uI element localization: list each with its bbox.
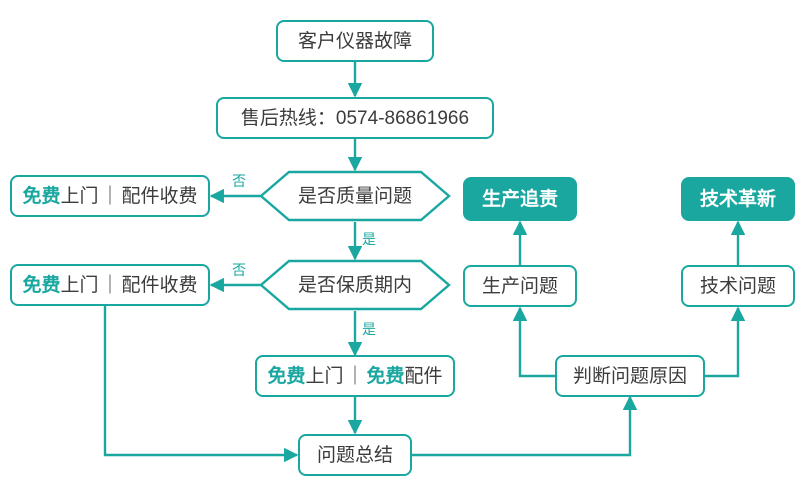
edge-label-quality-no: 否 [232,173,246,189]
node-summary[interactable]: 问题总结 [298,434,412,476]
edge-cause-to-production [512,306,556,378]
node-paid-parts-1-rest: 上门 [60,185,99,207]
node-paid-parts-2-tail: 配件收费 [121,274,198,296]
node-summary-label: 问题总结 [316,444,393,466]
node-production-accountability-label: 生产追责 [481,188,558,210]
node-technical-innovation-label: 技术革新 [699,188,776,210]
node-hotline-label: 售后热线：0574-86861966 [240,107,470,129]
node-decision-warranty[interactable]: 是否保质期内 [259,259,451,311]
node-paid-parts-2-divider: ｜ [100,274,120,296]
node-start-label: 客户仪器故障 [297,30,412,52]
node-production-issue-label: 生产问题 [481,275,558,297]
node-paid-parts-1-tail: 配件收费 [121,185,198,207]
node-free-service-divider: ｜ [345,365,365,387]
node-cause-analysis[interactable]: 判断问题原因 [555,355,705,397]
node-paid-parts-2[interactable]: 免费上门｜配件收费 [10,264,210,306]
node-paid-parts-2-rest: 上门 [60,274,99,296]
node-free-service-free-1: 免费 [267,365,306,387]
node-free-service[interactable]: 免费上门｜免费配件 [255,355,455,397]
node-paid-parts-1-divider: ｜ [100,185,120,207]
node-technical-issue-label: 技术问题 [699,275,776,297]
edge-label-quality-yes: 是 [362,231,376,247]
node-paid-parts-1[interactable]: 免费上门｜配件收费 [10,175,210,217]
edge-label-warranty-yes: 是 [362,321,376,337]
edge-label-warranty-no: 否 [232,262,246,278]
node-decision-quality-label: 是否质量问题 [297,185,412,207]
node-start[interactable]: 客户仪器故障 [276,20,434,62]
node-free-service-rest-2: 配件 [404,365,443,387]
node-free-service-free-2: 免费 [366,365,405,387]
node-technical-innovation[interactable]: 技术革新 [681,177,795,221]
node-decision-warranty-label: 是否保质期内 [297,274,412,296]
node-cause-analysis-label: 判断问题原因 [572,365,687,387]
node-production-accountability[interactable]: 生产追责 [463,177,577,221]
node-free-service-rest-1: 上门 [305,365,344,387]
node-hotline[interactable]: 售后热线：0574-86861966 [216,97,494,139]
node-paid-parts-1-free: 免费 [22,185,61,207]
edge-summary-to-cause [412,395,638,457]
edge-cause-to-technical [704,306,746,378]
node-paid-parts-2-free: 免费 [22,274,61,296]
node-production-issue[interactable]: 生产问题 [463,265,577,307]
node-technical-issue[interactable]: 技术问题 [681,265,795,307]
node-decision-quality[interactable]: 是否质量问题 [259,170,451,222]
